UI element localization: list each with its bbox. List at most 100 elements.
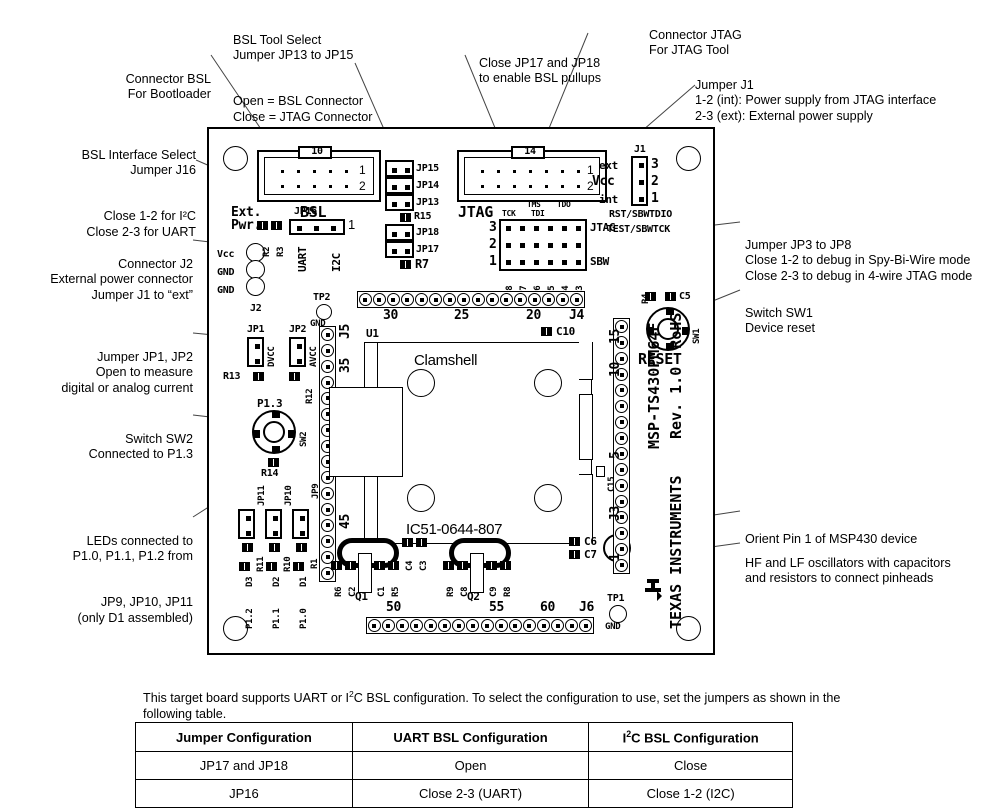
bottom-caption: This target board supports UART or I2C B… xyxy=(143,689,841,722)
jp16-pin1-label: 1 xyxy=(348,217,356,232)
jtag-key-notch xyxy=(511,146,545,159)
header-j3[interactable] xyxy=(613,318,630,574)
q1-label: Q1 xyxy=(355,590,368,603)
tdi-label: TDI xyxy=(531,209,545,218)
crystal-q2-body xyxy=(470,553,484,593)
jumper-jp13[interactable] xyxy=(385,194,414,211)
capacitor-c2 xyxy=(345,561,356,570)
brand-name: TEXAS INSTRUMENTS xyxy=(667,475,685,629)
resistor-r8 xyxy=(500,561,511,570)
jp10-label: JP10 xyxy=(284,485,294,506)
j5-label: J5 xyxy=(338,323,353,339)
table-row: JP16 Close 2-3 (UART) Close 1-2 (I2C) xyxy=(135,779,793,808)
r13-label: R13 xyxy=(223,371,241,382)
c7-label: C7 xyxy=(584,548,597,561)
header-j6[interactable] xyxy=(366,617,594,634)
bsl-pin-count: 10 xyxy=(311,146,323,157)
header-j4[interactable] xyxy=(357,291,585,308)
p13-label: P1.3 xyxy=(257,397,283,410)
clamshell-lever[interactable] xyxy=(329,387,403,477)
j1-ext-label: ext xyxy=(599,159,618,172)
mounting-hole-bl xyxy=(223,616,248,641)
jp13-label: JP13 xyxy=(416,197,439,208)
capacitor-c5 xyxy=(665,292,676,301)
sw1-label: SW1 xyxy=(692,328,702,344)
switch-sw1[interactable] xyxy=(646,307,690,351)
resistor-r2 xyxy=(257,221,268,230)
bsl-configuration-table: Jumper Configuration UART BSL Configurat… xyxy=(135,721,793,808)
jumper-jp16[interactable] xyxy=(289,219,345,235)
resistor-r15 xyxy=(400,213,411,222)
test-point-tp2[interactable] xyxy=(316,304,332,320)
jumper-jp10[interactable] xyxy=(265,509,282,539)
jumper-j1[interactable] xyxy=(631,156,648,206)
jtag-silk-label: JTAG xyxy=(458,203,493,221)
switch-sw2[interactable] xyxy=(252,410,296,454)
jumper-jp9[interactable] xyxy=(292,509,309,539)
d1-label: D1 xyxy=(299,576,309,587)
resistor-r1 xyxy=(296,543,307,552)
c10-label: C10 xyxy=(556,325,575,338)
j4-num-25: 25 xyxy=(454,308,470,323)
j2-gnd1-label: GND xyxy=(217,267,235,278)
led-d1 xyxy=(293,562,304,571)
jp11-label: JP11 xyxy=(257,485,267,506)
dvcc-label: DVCC xyxy=(267,346,277,367)
capacitor-c15 xyxy=(596,466,605,477)
j2-label: J2 xyxy=(250,303,262,314)
connector-jtag-idc[interactable]: 14 1 2 xyxy=(457,146,607,202)
j1-vcc-label: Vcc xyxy=(592,174,615,189)
r9-label: R9 xyxy=(446,586,456,597)
resistor-r12 xyxy=(289,372,300,381)
jumper-jp18[interactable] xyxy=(385,224,414,241)
tp2-gnd-label: GND xyxy=(310,319,326,329)
col-header-uart: UART BSL Configuration xyxy=(351,721,590,753)
capacitor-c7 xyxy=(569,550,580,559)
j1-pin2-num: 2 xyxy=(651,174,659,189)
ti-logo-icon xyxy=(645,579,662,601)
c8-label: C8 xyxy=(460,586,470,597)
c2-label: C2 xyxy=(348,586,358,597)
i2c-label: I2C xyxy=(330,253,343,272)
jtag-pin-1-label: 1 xyxy=(587,163,594,177)
jumper-matrix-jp3-jp8[interactable] xyxy=(499,219,587,271)
reset-label: RESET xyxy=(638,350,682,368)
j2-pad-gnd2[interactable] xyxy=(246,277,265,296)
connector-bsl-idc[interactable]: 10 1 2 xyxy=(257,146,381,202)
test-point-tp1[interactable] xyxy=(609,605,627,623)
cell-jumper-jp16: JP16 xyxy=(135,779,353,808)
clamshell-notch-br xyxy=(579,474,593,544)
j4-num-20: 20 xyxy=(526,308,542,323)
sw2-label: SW2 xyxy=(299,431,309,447)
clamshell-notch-tr xyxy=(579,342,593,380)
j6-num-55: 55 xyxy=(489,600,505,615)
jtag-matrix-row1-num: 1 xyxy=(489,254,497,269)
resistor-r14 xyxy=(268,458,279,467)
jumper-jp1[interactable] xyxy=(247,337,264,367)
resistor-r10 xyxy=(269,543,280,552)
socket-screw-tl xyxy=(407,369,435,397)
jumper-jp11[interactable] xyxy=(238,509,255,539)
jp2-label: JP2 xyxy=(289,324,307,335)
jtag-row-label: JTAG xyxy=(590,221,616,234)
capacitor-c8 xyxy=(457,561,468,570)
col-header-i2c: I2C BSL Configuration xyxy=(588,721,793,753)
tdo-label: TDO xyxy=(557,200,571,209)
jtag-matrix-row2-num: 2 xyxy=(489,237,497,252)
jumper-jp17[interactable] xyxy=(385,241,414,258)
j3-num-15: 15 xyxy=(608,328,623,344)
mounting-hole-tr xyxy=(676,146,701,171)
tp2-label: TP2 xyxy=(313,292,331,303)
jumper-jp2[interactable] xyxy=(289,337,306,367)
j6-num-60: 60 xyxy=(540,600,556,615)
socket-screw-br xyxy=(534,484,562,512)
tms-label: TMS xyxy=(527,200,541,209)
jumper-jp14[interactable] xyxy=(385,177,414,194)
jp14-label: JP14 xyxy=(416,180,439,191)
jumper-jp15[interactable] xyxy=(385,160,414,177)
clamshell-notch-mr xyxy=(579,394,593,460)
p12-label: P1.2 xyxy=(245,608,255,629)
socket-screw-tr xyxy=(534,369,562,397)
